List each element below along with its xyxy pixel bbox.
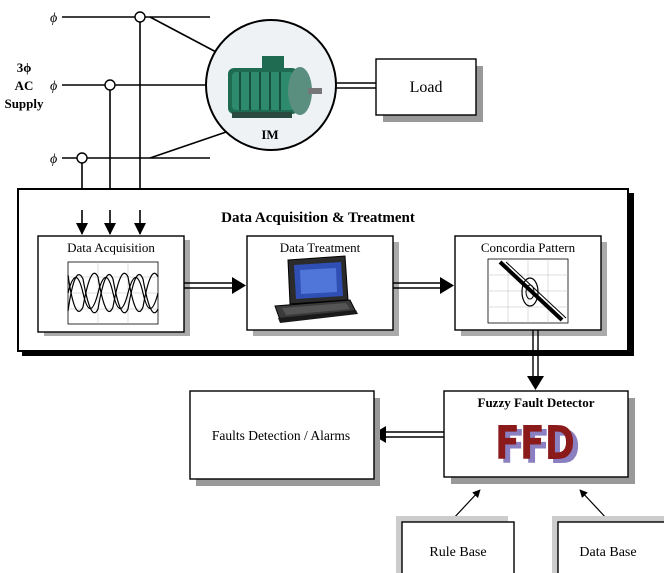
input-arrows	[76, 210, 146, 235]
alarms-label: Faults Detection / Alarms	[212, 428, 350, 443]
stage-concordia-pattern: Concordia Pattern	[454, 235, 607, 336]
laptop-icon	[274, 255, 358, 323]
arrow-concordia-to-detector	[527, 330, 544, 390]
tap-node-phase-2	[104, 79, 116, 91]
motor-shaft	[336, 82, 376, 89]
data-base-box: Data Base	[552, 516, 664, 573]
ffd-logo-shadow: FFD	[500, 420, 580, 474]
acquisition-block-title: Data Acquisition & Treatment	[221, 210, 415, 226]
tap-node-phase-3	[76, 152, 88, 164]
stage-label-data-treatment: Data Treatment	[280, 240, 361, 255]
stage-label-concordia-pattern: Concordia Pattern	[481, 240, 576, 255]
rule-base-box: Rule Base	[396, 516, 515, 573]
concordia-plot-icon	[487, 258, 569, 324]
tap-node-phase-1	[134, 11, 146, 23]
motor-label: IM	[261, 127, 278, 142]
load-box: Load	[375, 58, 483, 122]
stage-data-acquisition: Data Acquisition	[37, 235, 190, 336]
supply-label-line3: Supply	[4, 96, 44, 111]
phase-symbol-3: ϕ	[50, 152, 57, 167]
supply-label-line1: 3ϕ	[17, 60, 32, 75]
rule-base-label: Rule Base	[429, 545, 486, 560]
induction-motor: IM	[205, 19, 337, 151]
arrow-acquisition-to-treatment	[184, 277, 246, 294]
stage-label-data-acquisition: Data Acquisition	[67, 240, 155, 255]
phase-symbol-2: ϕ	[50, 79, 57, 94]
phase-symbol-1: ϕ	[50, 11, 57, 26]
load-label: Load	[410, 79, 443, 96]
ffd-logo: FFD FFD	[495, 416, 580, 474]
supply-label: 3ϕ AC Supply	[4, 60, 44, 111]
knowledge-arrows	[451, 489, 609, 521]
supply-lines	[62, 16, 236, 213]
stage-data-treatment: Data Treatment	[246, 235, 399, 336]
motor-icon	[228, 56, 322, 118]
detector-title: Fuzzy Fault Detector	[478, 395, 595, 410]
faults-alarms-box: Faults Detection / Alarms	[189, 390, 380, 486]
supply-label-line2: AC	[15, 78, 34, 93]
waveform-plot-icon	[67, 261, 159, 325]
ffd-logo-text: FFD	[495, 416, 575, 470]
arrow-treatment-to-concordia	[393, 277, 454, 294]
fuzzy-fault-detector: Fuzzy Fault Detector FFD FFD	[443, 390, 635, 484]
arrow-detector-to-alarms	[372, 426, 444, 443]
data-base-label: Data Base	[579, 545, 636, 560]
